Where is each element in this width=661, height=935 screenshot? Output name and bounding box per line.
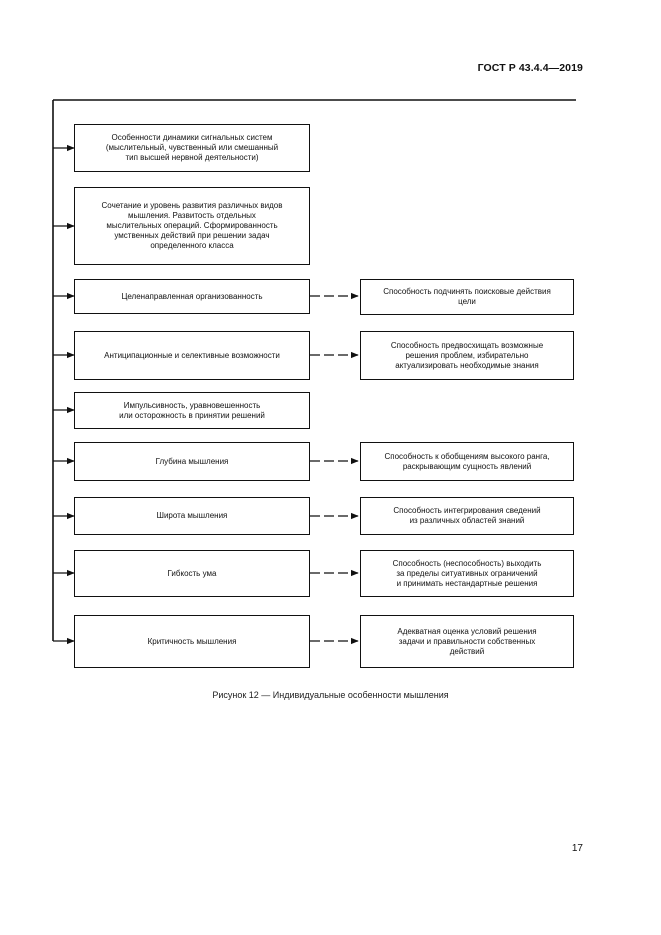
box-flexibility: Гибкость ума bbox=[74, 550, 310, 597]
box-criticality: Критичность мышления bbox=[74, 615, 310, 668]
box-depth-right: Способность к обобщениям высокого ранга,… bbox=[360, 442, 574, 481]
figure-caption: Рисунок 12 — Индивидуальные особенности … bbox=[212, 690, 449, 700]
box-breadth: Широта мышления bbox=[74, 497, 310, 535]
box-combination: Сочетание и уровень развития различных в… bbox=[74, 187, 310, 265]
box-purposeful-right: Способность подчинять поисковые действия… bbox=[360, 279, 574, 315]
document-code: ГОСТ Р 43.4.4—2019 bbox=[477, 62, 583, 74]
page-number: 17 bbox=[571, 843, 583, 854]
box-anticipation: Антиципационные и селективные возможност… bbox=[74, 331, 310, 380]
box-impulsivity: Импульсивность, уравновешенность или ост… bbox=[74, 392, 310, 429]
box-anticipation-right: Способность предвосхищать возможные реше… bbox=[360, 331, 574, 380]
box-dynamics: Особенности динамики сигнальных систем (… bbox=[74, 124, 310, 172]
box-depth: Глубина мышления bbox=[74, 442, 310, 481]
box-criticality-right: Адекватная оценка условий решения задачи… bbox=[360, 615, 574, 668]
box-flexibility-right: Способность (неспособность) выходить за … bbox=[360, 550, 574, 597]
box-breadth-right: Способность интегрирования сведений из р… bbox=[360, 497, 574, 535]
box-purposeful: Целенаправленная организованность bbox=[74, 279, 310, 314]
